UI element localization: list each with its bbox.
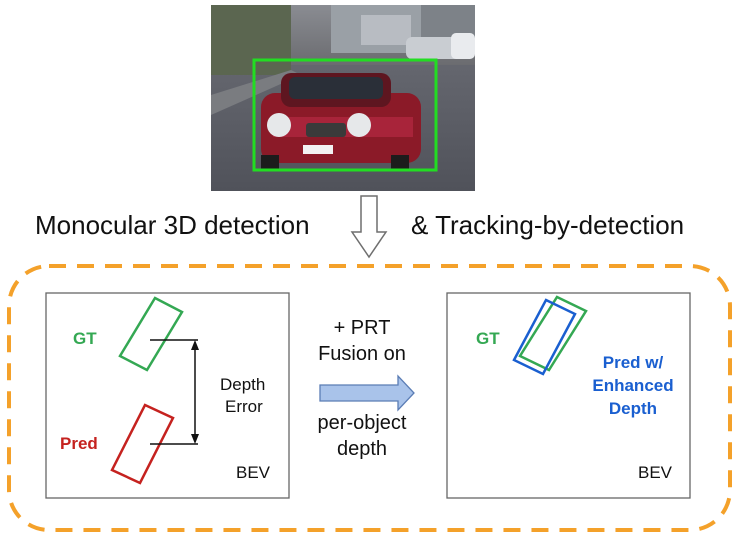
depth-error-label-line2: Error (225, 397, 263, 416)
dashed-region-border (7, 264, 732, 532)
fusion-text-line1: + PRT (333, 317, 391, 339)
enhanced-pred-box-right (512, 298, 577, 376)
gt-box-left (118, 296, 184, 372)
down-arrow-icon (350, 195, 388, 259)
fusion-text-line4: depth (336, 438, 388, 460)
pred-label-left: Pred (60, 434, 98, 453)
left-bev-panel (45, 292, 290, 499)
gt-box-right (518, 295, 588, 372)
gt-label-left: GT (73, 329, 97, 348)
bev-label-right: BEV (638, 463, 673, 482)
bev-label-left: BEV (236, 463, 271, 482)
gt-label-right: GT (476, 329, 500, 348)
pred-box-left (110, 403, 175, 485)
enhanced-label-line1: Pred w/ (602, 353, 664, 372)
fusion-arrow-icon (319, 374, 415, 412)
street-photo (211, 5, 475, 191)
caption-tracking-by-detection: & Tracking-by-detection (411, 210, 685, 240)
fusion-text-line3: per-object (317, 412, 407, 434)
enhanced-label-line2: Enhanced (592, 376, 674, 395)
fusion-text-line2: Fusion on (318, 343, 406, 365)
depth-error-label-line1: Depth (220, 375, 266, 394)
caption-monocular-3d-detection: Monocular 3D detection (35, 210, 310, 240)
enhanced-label-line3: Depth (608, 399, 658, 418)
